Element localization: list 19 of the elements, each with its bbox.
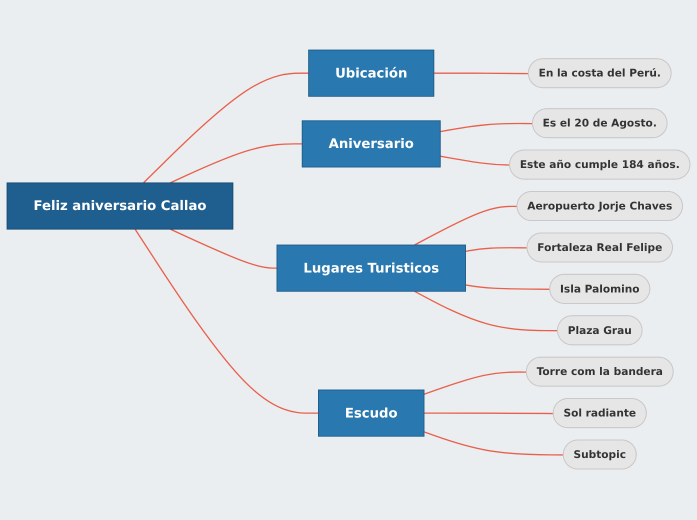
node-box: Ubicación	[308, 50, 434, 98]
node-box: Escudo	[318, 390, 424, 438]
connector	[170, 229, 277, 270]
connector	[465, 284, 550, 290]
connector	[134, 229, 318, 414]
connector	[424, 432, 564, 456]
connector	[434, 72, 529, 75]
connector	[440, 123, 533, 133]
node-box: Lugares Turisticos	[276, 245, 466, 292]
connector	[414, 206, 518, 246]
connector	[440, 156, 510, 166]
connector	[143, 72, 309, 184]
connector	[170, 144, 302, 184]
connector	[465, 248, 528, 252]
node-box: Feliz aniversario Callao	[6, 182, 234, 230]
connector	[414, 291, 558, 332]
connector	[424, 372, 527, 396]
connector	[424, 412, 554, 415]
node-box: Aniversario	[302, 120, 441, 168]
